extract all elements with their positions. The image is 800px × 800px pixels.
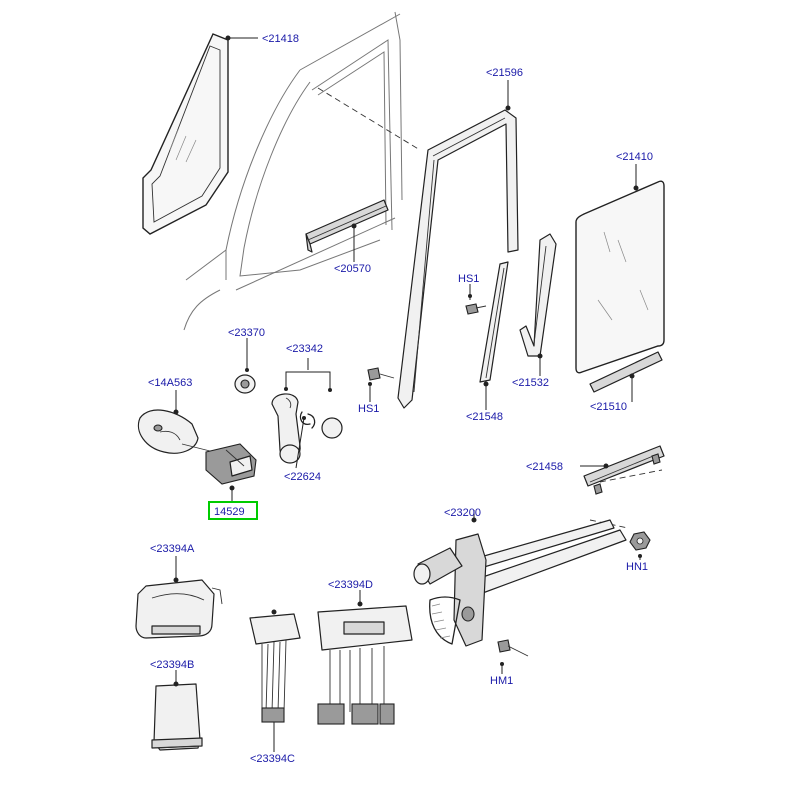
label-22624[interactable]: <22624 — [284, 471, 321, 483]
part-21410-fixed-glass[interactable] — [575, 180, 665, 374]
van-body-outline — [183, 11, 403, 331]
part-hs1-screw-upper[interactable] — [465, 294, 487, 315]
label-hs1-lower[interactable]: HS1 — [358, 403, 379, 415]
label-21410[interactable]: <21410 — [616, 151, 653, 163]
label-14a563[interactable]: <14A563 — [148, 377, 192, 389]
label-hs1-upper[interactable]: HS1 — [458, 273, 479, 285]
label-23200[interactable]: <23200 — [444, 507, 481, 519]
part-hm1-screw[interactable] — [497, 639, 529, 666]
part-21418-quarter-window[interactable] — [142, 33, 231, 235]
part-14529-switch[interactable] — [205, 443, 257, 491]
label-23394b[interactable]: <23394B — [150, 659, 194, 671]
part-23394b-control-module[interactable] — [151, 681, 203, 751]
label-23370[interactable]: <23370 — [228, 327, 265, 339]
label-21418[interactable]: <21418 — [262, 33, 299, 45]
part-21532-rear-channel[interactable] — [519, 233, 557, 359]
label-23394c[interactable]: <23394C — [250, 753, 295, 765]
label-hn1[interactable]: HN1 — [626, 561, 648, 573]
part-23394a-control-module[interactable] — [135, 577, 223, 639]
selected-part-14529[interactable]: 14529 — [208, 501, 258, 520]
part-21510-seal-strip[interactable] — [589, 351, 663, 393]
label-23394a[interactable]: <23394A — [150, 543, 195, 555]
part-21596-run-channel[interactable] — [397, 105, 519, 409]
part-21548-lower-channel[interactable] — [479, 261, 509, 387]
label-21548[interactable]: <21548 — [466, 411, 503, 423]
part-14a563-switch-housing[interactable] — [137, 409, 215, 454]
part-hs1-screw-lower[interactable] — [367, 367, 395, 386]
part-23370-escutcheon[interactable] — [234, 368, 256, 394]
part-labels: <21418 <21596 <21410 <20570 HS1 <23370 <… — [148, 33, 653, 765]
part-hn1-nut[interactable] — [629, 531, 651, 558]
part-23342-handle[interactable] — [271, 387, 343, 464]
label-23342[interactable]: <23342 — [286, 343, 323, 355]
selection-highlight-box — [208, 501, 258, 520]
part-20570-belt-moulding[interactable] — [305, 199, 389, 253]
part-23200-window-regulator[interactable] — [413, 517, 627, 647]
label-21510[interactable]: <21510 — [590, 401, 627, 413]
part-22624-clip[interactable] — [299, 411, 316, 429]
label-21596[interactable]: <21596 — [486, 67, 523, 79]
label-hm1[interactable]: HM1 — [490, 675, 513, 687]
label-14529[interactable]: 14529 — [214, 506, 245, 518]
label-23394d[interactable]: <23394D — [328, 579, 373, 591]
assembly-dashed-lines — [317, 87, 663, 529]
label-20570[interactable]: <20570 — [334, 263, 371, 275]
part-23394d-control-module[interactable] — [317, 601, 413, 725]
label-21458[interactable]: <21458 — [526, 461, 563, 473]
label-leaders — [175, 37, 641, 752]
label-21532[interactable]: <21532 — [512, 377, 549, 389]
part-23394c-wiring-harness[interactable] — [249, 609, 301, 723]
part-21458-regulator-rail[interactable] — [583, 445, 665, 495]
